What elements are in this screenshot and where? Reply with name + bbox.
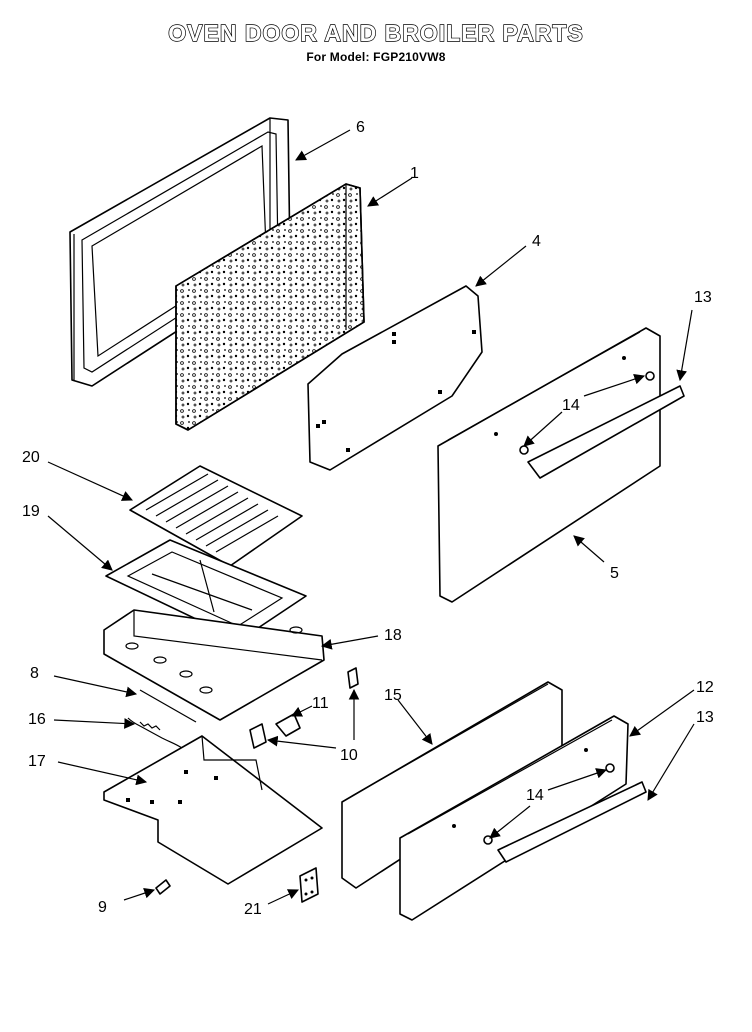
callout-6: 6 <box>356 119 365 136</box>
leader-lines <box>47 129 695 905</box>
callout-19: 19 <box>22 503 40 520</box>
callout-13-lower: 13 <box>696 709 714 726</box>
part-20-broiler-grid <box>129 465 303 567</box>
part-10-clip <box>249 667 359 749</box>
part-17-drawer-base <box>103 735 323 885</box>
callout-16: 16 <box>28 711 46 728</box>
part-21-hinge-plate <box>299 867 319 903</box>
callout-5: 5 <box>610 565 619 582</box>
callout-4: 4 <box>532 233 541 250</box>
part-18-broiler-drawer <box>103 609 325 721</box>
model-subtitle: For Model: FGP210VW8 <box>306 50 446 64</box>
part-8-rod <box>139 689 197 723</box>
part-9-bumper <box>155 879 171 895</box>
callout-1: 1 <box>410 165 419 182</box>
callout-15: 15 <box>384 687 402 704</box>
part-12-drawer-front <box>399 715 629 921</box>
callout-9: 9 <box>98 899 107 916</box>
part-11-bracket <box>275 713 301 737</box>
callout-12: 12 <box>696 679 714 696</box>
part-13-lower-handle <box>483 763 647 863</box>
part-1-insulation <box>175 183 365 431</box>
callout-14-upper: 14 <box>562 397 580 414</box>
callout-13-upper: 13 <box>694 289 712 306</box>
part-16-spring <box>127 717 183 749</box>
callout-14-lower: 14 <box>526 787 544 804</box>
part-13-upper-handle <box>519 371 685 479</box>
callout-11: 11 <box>312 695 329 712</box>
callout-21: 21 <box>244 901 262 918</box>
callout-18: 18 <box>384 627 402 644</box>
part-4-door-baffle <box>307 285 483 471</box>
callout-17: 17 <box>28 753 46 770</box>
callout-10: 10 <box>340 747 358 764</box>
page-title: OVEN DOOR AND BROILER PARTS <box>168 19 584 46</box>
callout-8: 8 <box>30 665 39 682</box>
callout-20: 20 <box>22 449 40 466</box>
